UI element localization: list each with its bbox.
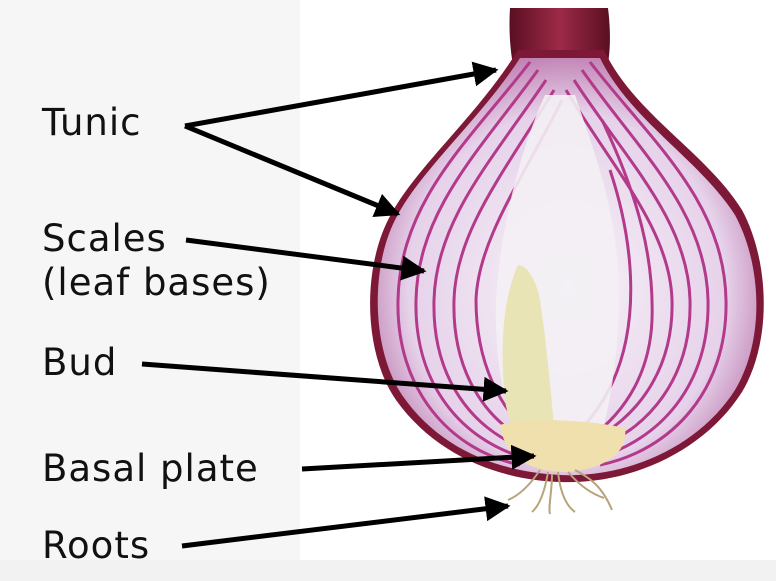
tunic-arrow-upper: [185, 70, 496, 126]
label-bud: Bud: [42, 343, 117, 383]
label-tunic: Tunic: [42, 103, 142, 143]
tunic-arrow-lower: [185, 126, 398, 214]
label-scales-line2: (leaf bases): [42, 263, 271, 303]
label-scales: Scales (leaf bases): [42, 219, 271, 303]
label-roots: Roots: [42, 526, 150, 566]
label-scales-line1: Scales: [42, 219, 271, 259]
roots-arrow: [182, 506, 508, 546]
label-basal-plate: Basal plate: [42, 449, 259, 489]
